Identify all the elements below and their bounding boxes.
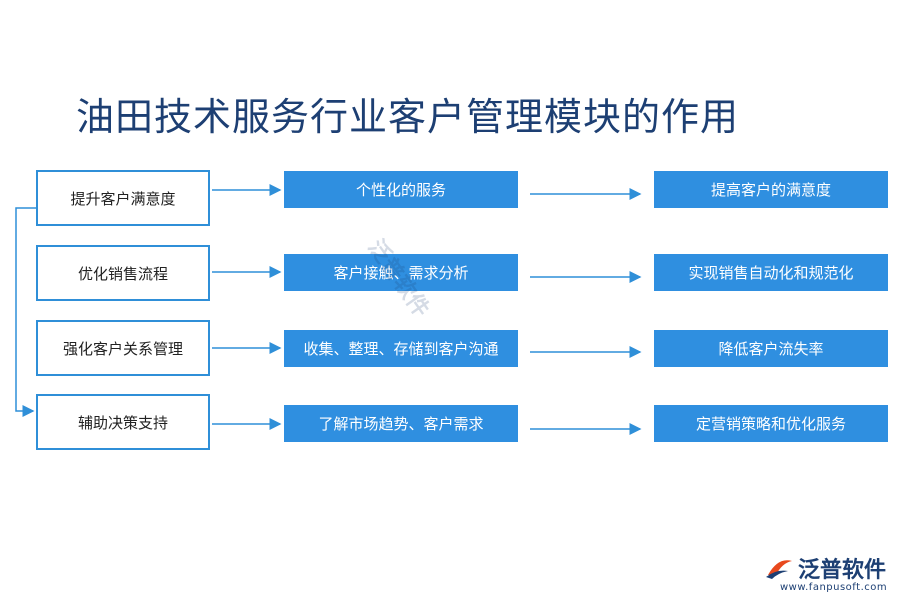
left-label-1: 提升客户满意度 <box>70 189 176 208</box>
page-title: 油田技术服务行业客户管理模块的作用 <box>76 95 740 139</box>
brand-url: www.fanpusoft.com <box>780 582 888 593</box>
right-box-1: 提高客户的满意度 <box>654 171 888 208</box>
middle-label-4: 了解市场趋势、客户需求 <box>318 415 484 433</box>
middle-label-2: 客户接触、需求分析 <box>333 264 469 282</box>
middle-box-4: 了解市场趋势、客户需求 <box>284 405 518 442</box>
right-label-1: 提高客户的满意度 <box>710 181 831 199</box>
left-box-2: 优化销售流程 <box>36 245 210 301</box>
middle-box-3: 收集、整理、存储到客户沟通 <box>284 330 518 367</box>
right-label-3: 降低客户流失率 <box>718 340 824 358</box>
left-box-4: 辅助决策支持 <box>36 394 210 450</box>
right-label-4: 定营销策略和优化服务 <box>695 415 846 433</box>
middle-box-2: 客户接触、需求分析 <box>284 254 518 291</box>
left-box-3: 强化客户关系管理 <box>36 320 210 376</box>
brand-logo-icon <box>766 560 792 579</box>
brand-name: 泛普软件 <box>798 558 887 583</box>
right-box-2: 实现销售自动化和规范化 <box>654 254 888 291</box>
middle-box-1: 个性化的服务 <box>284 171 518 208</box>
left-label-2: 优化销售流程 <box>77 264 168 283</box>
right-label-2: 实现销售自动化和规范化 <box>688 264 854 282</box>
bracket-line <box>15 207 36 417</box>
middle-label-1: 个性化的服务 <box>355 181 446 199</box>
left-label-3: 强化客户关系管理 <box>62 339 183 358</box>
left-label-4: 辅助决策支持 <box>77 413 168 432</box>
brand-logo: 泛普软件 <box>764 552 886 584</box>
right-box-3: 降低客户流失率 <box>654 330 888 367</box>
right-box-4: 定营销策略和优化服务 <box>654 405 888 442</box>
middle-label-3: 收集、整理、存储到客户沟通 <box>303 340 499 358</box>
left-box-1: 提升客户满意度 <box>36 170 210 226</box>
